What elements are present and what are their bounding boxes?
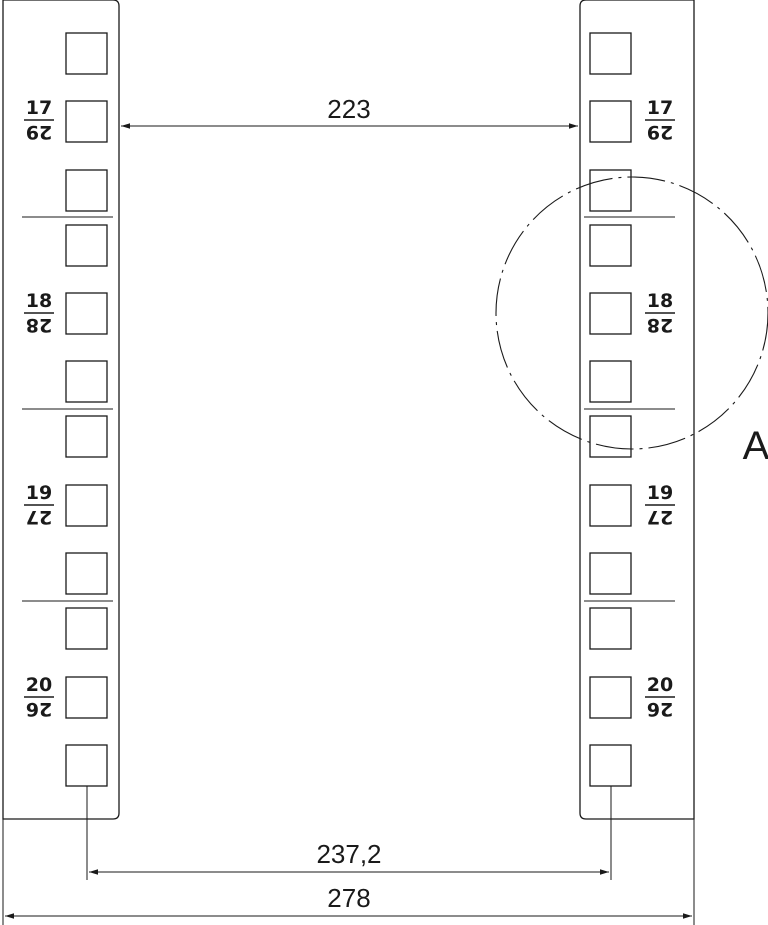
dimension-overall-width-label: 278 (327, 883, 370, 913)
left-rail-hole (65, 415, 108, 458)
unit-label-top: 20 (647, 674, 673, 696)
unit-label-bottom: 26 (647, 698, 673, 720)
left-rail-hole (65, 607, 108, 650)
left-rail-hole (65, 224, 108, 267)
left-rail-hole (65, 676, 108, 719)
unit-label-top: 19 (647, 482, 673, 504)
detail-callout-label: A (743, 424, 768, 468)
left-rail-hole (65, 744, 108, 787)
right-rail-hole (589, 169, 632, 212)
left-rail-hole (65, 100, 108, 143)
right-rail-unit-dividers (584, 216, 675, 602)
left-rail-hole (65, 169, 108, 212)
dimension-hole-pitch-label: 237,2 (316, 839, 381, 869)
unit-label-bottom: 28 (26, 314, 52, 336)
right-rail-hole (589, 744, 632, 787)
unit-label-top: 19 (26, 482, 52, 504)
dimension-hole-pitch: 237,2 (86, 786, 612, 880)
left-rail-hole (65, 292, 108, 335)
unit-label-bottom: 28 (647, 314, 673, 336)
dimension-overall-width: 278 (2, 819, 695, 925)
left-rail-hole (65, 484, 108, 527)
right-rail-hole (589, 415, 632, 458)
left-rail-hole (65, 32, 108, 75)
unit-label-top: 18 (647, 290, 673, 312)
right-rail-hole (589, 607, 632, 650)
unit-label-top: 20 (26, 674, 52, 696)
left-rail-holes (65, 32, 108, 787)
unit-label-top: 17 (26, 97, 52, 119)
unit-label-bottom: 27 (26, 506, 52, 528)
unit-label-top: 18 (26, 290, 52, 312)
right-rail-hole (589, 552, 632, 595)
unit-label-top: 17 (647, 97, 673, 119)
dimension-inner-gap: 223 (121, 94, 578, 129)
right-rail-hole (589, 100, 632, 143)
left-rail-hole (65, 360, 108, 403)
unit-label-bottom: 26 (26, 698, 52, 720)
dimension-inner-gap-label: 223 (327, 94, 370, 124)
unit-label-bottom: 27 (647, 506, 673, 528)
right-rail-hole (589, 676, 632, 719)
unit-label-bottom: 29 (26, 121, 52, 143)
right-rail-hole (589, 360, 632, 403)
unit-label-bottom: 29 (647, 121, 673, 143)
left-rail-unit-dividers (22, 216, 113, 602)
right-rail-hole (589, 32, 632, 75)
right-rail-hole (589, 224, 632, 267)
left-rail-hole (65, 552, 108, 595)
right-rail-hole (589, 292, 632, 335)
right-rail-holes (589, 32, 632, 787)
detail-callout: A (495, 176, 768, 468)
right-rail-hole (589, 484, 632, 527)
